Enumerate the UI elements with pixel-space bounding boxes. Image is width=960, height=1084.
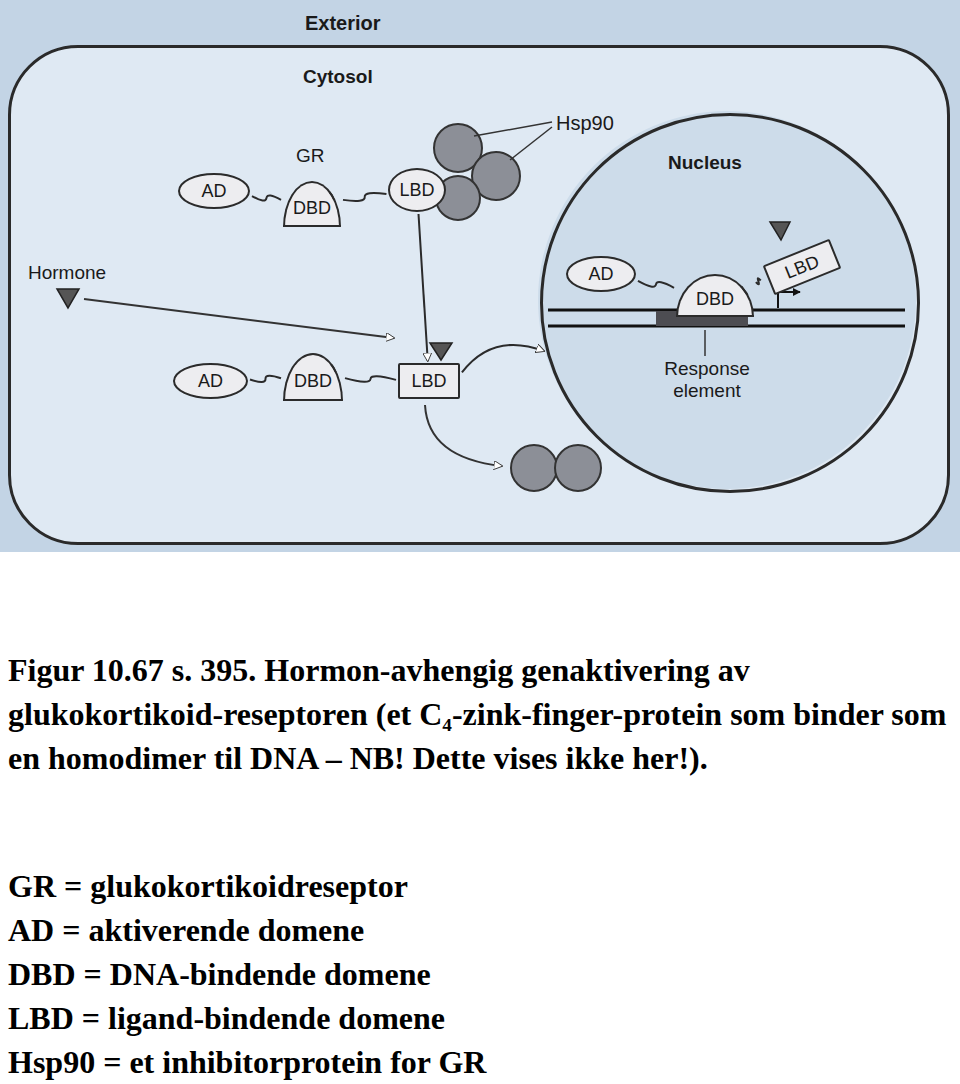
domain-linker <box>638 281 674 288</box>
lbd-domain: LBD <box>388 168 446 212</box>
definition: GR = glukokortikoidreseptor <box>8 864 408 908</box>
domain-linker <box>345 376 396 382</box>
transcription-arrow <box>778 292 800 308</box>
hsp90-circle <box>511 445 557 491</box>
node-text: AD <box>198 371 223 392</box>
node-text: DBD <box>294 371 332 392</box>
leader-line <box>474 122 552 136</box>
lbd-domain: LBD <box>763 239 842 296</box>
ad-domain: AD <box>178 173 250 209</box>
hormone-triangle <box>770 222 790 240</box>
definition: DBD = DNA-bindende domene <box>8 952 431 996</box>
dbd-domain: DBD <box>283 353 343 401</box>
region-label: Exterior <box>305 12 381 35</box>
ad-domain: AD <box>566 256 636 292</box>
node-text: AD <box>588 264 613 285</box>
protein-label: GR <box>296 145 325 167</box>
nucleus-fill <box>538 111 916 489</box>
hormone-triangle <box>430 343 452 360</box>
cell-outline: CytosolNucleusAD DBD LBD AD DBD LBD AD DBD LBD <box>8 45 950 545</box>
leader-line <box>510 127 552 160</box>
domain-linker <box>343 193 386 201</box>
definition: AD = aktiverende domene <box>8 908 364 952</box>
protein-label: Hsp90 <box>556 112 614 135</box>
lbd-domain: LBD <box>398 363 460 399</box>
flow-arrow <box>462 345 544 373</box>
leader-line <box>704 330 706 356</box>
node-text: DBD <box>696 289 734 310</box>
node-text: Nucleus <box>668 152 742 174</box>
domain-linker <box>756 278 761 284</box>
node-text: Cytosol <box>303 66 373 88</box>
cytosol-fill <box>9 46 949 544</box>
ad-domain: AD <box>173 363 248 399</box>
hormone-arrow <box>84 299 394 338</box>
definition: LBD = ligand-bindende domene <box>8 996 445 1040</box>
hormone-triangle <box>57 289 79 308</box>
release-arrow <box>425 405 502 466</box>
flow-arrow <box>419 214 428 361</box>
nucleus-outline: NucleusAD DBD LBD <box>540 113 920 493</box>
node-text: LBD <box>782 251 822 284</box>
node-text: AD <box>201 181 226 202</box>
figure-caption: Figur 10.67 s. 395. Hormon-avhengig gena… <box>8 648 948 780</box>
dbd-domain: DBD <box>283 181 341 227</box>
definition: Hsp90 = et inhibitorprotein for GR <box>8 1040 486 1084</box>
dna-element-label: Response element <box>652 358 762 402</box>
exterior-ground <box>0 0 960 552</box>
node-text: LBD <box>399 180 434 201</box>
domain-linker <box>252 195 281 200</box>
node-text: DBD <box>293 198 331 219</box>
hsp90-circle <box>555 445 601 491</box>
domain-linker <box>250 376 281 382</box>
node-text: LBD <box>411 371 446 392</box>
dbd-domain: DBD <box>676 274 754 317</box>
ligand-label: Hormone <box>28 262 106 284</box>
